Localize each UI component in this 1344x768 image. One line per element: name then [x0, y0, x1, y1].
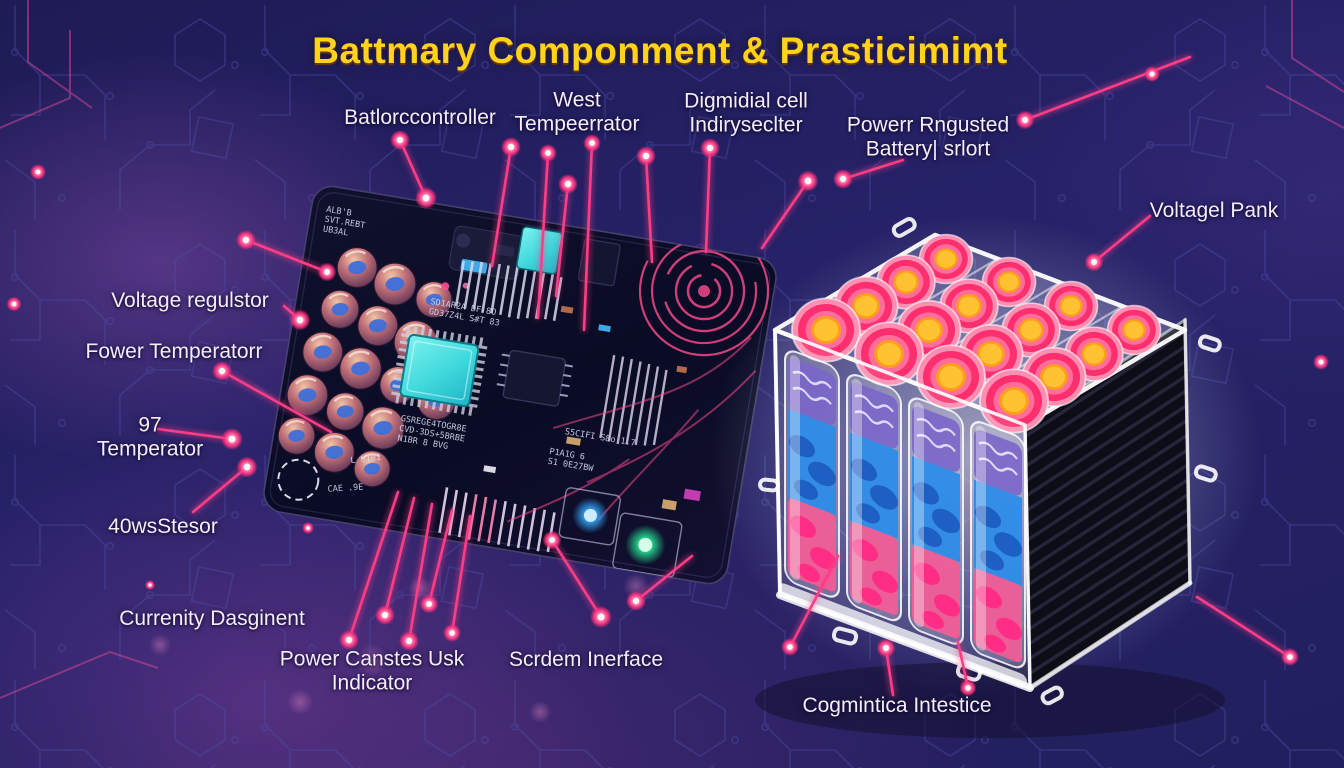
pcb-board: ALB'B SVT.REBT UB3AL SD1AR2A DF 8O GD37Z…	[263, 185, 777, 585]
status-led-green	[612, 512, 683, 578]
status-led-blue	[558, 487, 621, 546]
controller-ic	[496, 349, 573, 407]
leader-lines	[156, 55, 1292, 697]
callout-current-segment: Currenity Dasginent	[119, 607, 305, 631]
callout-screen-interface: Scrdem Inerface	[508, 648, 664, 672]
svg-text:CAE .9E: CAE .9E	[327, 483, 363, 495]
callout-battery-controller: Batlorccontroller	[344, 106, 496, 130]
memory-chip	[577, 238, 621, 287]
cpu-chip	[389, 324, 489, 417]
fingerprint-trace	[638, 225, 770, 357]
background-bokeh	[149, 573, 649, 723]
callout-voltage-pack: Voltagel Pank	[1149, 199, 1279, 223]
callout-connection-interface: Cogmintica Intestice	[802, 694, 992, 718]
sensor-chip-cyan	[516, 226, 563, 275]
pin-header-bottom	[438, 487, 556, 553]
case-clips	[758, 217, 1222, 706]
callout-40ws-sensor: 40wsStesor	[108, 515, 218, 539]
case-frame	[773, 318, 1193, 692]
silk-stamp-circle	[277, 458, 320, 501]
svg-text:L U101: L U101	[350, 453, 382, 466]
callout-power-temperator: Fower Temperatorr	[85, 340, 263, 364]
page-title: Battmary Componment & Prasticimimt	[312, 30, 1008, 71]
background-pink-traces	[0, 0, 1344, 699]
pcb-pink-traces	[506, 336, 757, 523]
callout-voltage-regulator: Voltage regulstor	[111, 289, 269, 313]
battery-pack	[710, 215, 1260, 738]
svg-text:ALB'B: ALB'B	[325, 205, 352, 219]
passive-components	[483, 305, 701, 511]
svg-text:UB3AL: UB3AL	[322, 224, 349, 238]
pin-header-right	[599, 354, 668, 446]
